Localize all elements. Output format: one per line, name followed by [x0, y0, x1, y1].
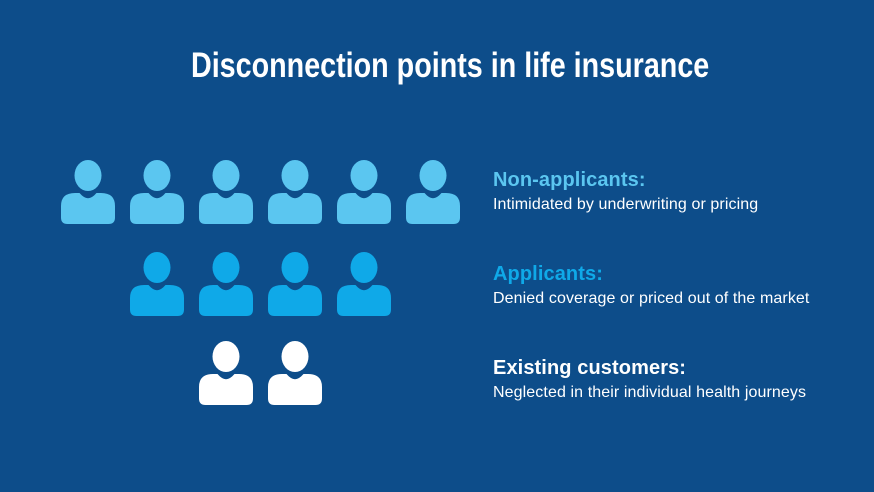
icon-row-non-applicants: [0, 160, 520, 224]
non-applicants-description: Intimidated by underwriting or pricing: [493, 196, 759, 213]
group-text-existing-customers: Existing customers: Neglected in their i…: [493, 356, 863, 404]
applicant-person-icon: [129, 252, 184, 316]
page-title: Disconnection points in life insurance: [190, 46, 710, 85]
non-applicants-label: Non-applicants:: [493, 169, 646, 191]
applicants-label: Applicants:: [493, 263, 603, 285]
non-applicant-person-icon: [129, 160, 184, 224]
non-applicant-person-icon: [198, 160, 253, 224]
applicant-person-icon: [198, 252, 253, 316]
applicant-person-icon: [267, 252, 322, 316]
group-text-non-applicants: Non-applicants: Intimidated by underwrit…: [493, 168, 863, 216]
non-applicant-person-icon: [336, 160, 391, 224]
existing-customers-label: Existing customers:: [493, 357, 687, 379]
non-applicant-person-icon: [60, 160, 115, 224]
existing-customer-person-icon: [267, 341, 322, 405]
existing-customers-description: Neglected in their individual health jou…: [493, 384, 807, 401]
applicant-person-icon: [336, 252, 391, 316]
existing-customer-person-icon: [198, 341, 253, 405]
non-applicant-person-icon: [267, 160, 322, 224]
group-text-applicants: Applicants: Denied coverage or priced ou…: [493, 262, 863, 310]
icon-row-existing-customers: [0, 341, 520, 405]
applicants-description: Denied coverage or priced out of the mar…: [493, 290, 810, 307]
non-applicant-person-icon: [405, 160, 460, 224]
icon-row-applicants: [0, 252, 520, 316]
